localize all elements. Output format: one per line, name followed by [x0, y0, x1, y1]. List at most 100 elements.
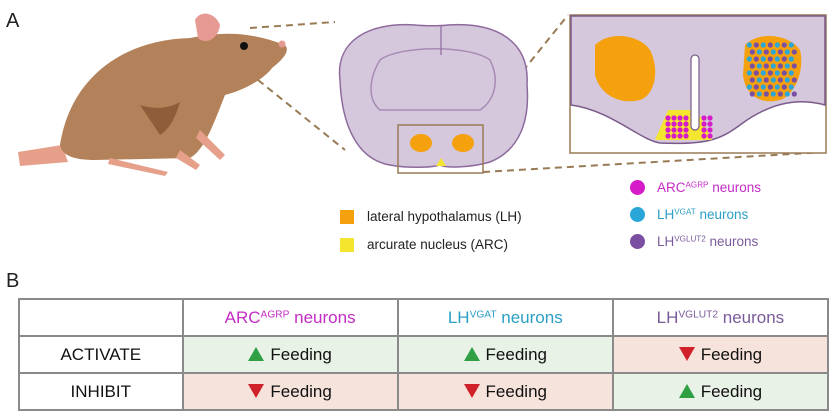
row-label-inhibit: INHIBIT	[18, 372, 184, 411]
panel-a-label: A	[6, 10, 20, 32]
arc-agrp-neuron	[677, 127, 683, 133]
arc-agrp-neuron	[701, 121, 707, 127]
lh-vgat-neuron	[788, 56, 794, 62]
lh-region-right	[452, 134, 474, 152]
lh-vglut2-neuron	[777, 91, 783, 97]
mouse-front-foot	[176, 150, 200, 170]
arc-agrp-neuron	[677, 115, 683, 121]
lh-vgat-neuron	[770, 91, 776, 97]
arrow-up-icon	[248, 346, 265, 361]
lh-vglut2-neuron	[781, 42, 787, 48]
legend-lh-vglut2: LHVGLUT2 neurons	[630, 234, 758, 249]
illustration	[18, 13, 827, 176]
lh-vglut2-neuron	[763, 77, 769, 83]
legend-lh-label: lateral hypothalamus (LH)	[367, 209, 522, 224]
lh-vgat-neuron	[756, 77, 762, 83]
mouse-nose	[278, 40, 286, 48]
arc-agrp-neuron	[677, 121, 683, 127]
arc-region	[436, 158, 446, 166]
arc-agrp-neuron	[707, 127, 713, 133]
row-label-activate: ACTIVATE	[18, 335, 184, 374]
arc-agrp-neuron	[665, 127, 671, 133]
col-header-lh-vgat: LHVGAT neurons	[396, 298, 614, 337]
legend-lh: lateral hypothalamus (LH)	[340, 209, 522, 224]
lh-vglut2-neuron	[763, 63, 769, 69]
lh-vgat-neuron	[746, 70, 752, 76]
cell-activate-lh-vgat: Feeding	[396, 335, 614, 374]
mouse-illustration	[18, 13, 287, 176]
lh-vgat-neuron	[784, 63, 790, 69]
legend-arc-label: arcurate nucleus (ARC)	[367, 237, 509, 252]
lh-vglut2-dot-icon	[630, 234, 645, 249]
lh-vglut2-neuron	[777, 49, 783, 55]
lh-vgat-neuron	[774, 84, 780, 90]
lh-vglut2-neuron	[753, 42, 759, 48]
lh-vgat-neuron	[770, 77, 776, 83]
lh-vgat-neuron	[774, 56, 780, 62]
zoom-box	[397, 124, 484, 174]
col-header-lh-vglut2: LHVGLUT2 neurons	[611, 298, 829, 337]
arc-agrp-neuron	[701, 127, 707, 133]
lh-vglut2-neuron	[781, 84, 787, 90]
lh-vglut2-neuron	[791, 91, 797, 97]
mouse-eye	[240, 42, 248, 50]
lh-vgat-neuron	[760, 42, 766, 48]
arc-agrp-neuron	[665, 115, 671, 121]
lh-vglut2-neuron	[791, 63, 797, 69]
table-header-row: ARCAGRP neurons LHVGAT neurons LHVGLUT2 …	[18, 298, 829, 337]
inset-lh-left	[595, 35, 656, 102]
brain-section	[338, 23, 529, 174]
panel-b-label: B	[6, 270, 20, 292]
legend-lh-vglut2-label: LHVGLUT2 neurons	[657, 234, 759, 249]
lh-vglut2-neuron	[777, 63, 783, 69]
lh-vglut2-neuron	[753, 56, 759, 62]
lh-vgat-neuron	[784, 49, 790, 55]
cell-inhibit-lh-vglut2: Feeding	[611, 372, 829, 411]
lh-vglut2-neuron	[767, 70, 773, 76]
lh-vglut2-neuron	[791, 77, 797, 83]
arc-agrp-neuron	[683, 133, 689, 139]
mouse-ear	[195, 13, 220, 42]
lh-vgat-neuron	[756, 49, 762, 55]
lh-vgat-neuron	[770, 63, 776, 69]
arc-swatch-icon	[340, 237, 354, 252]
zoomed-inset	[569, 14, 827, 154]
lh-vgat-neuron	[756, 63, 762, 69]
lh-vglut2-neuron	[749, 91, 755, 97]
lh-vgat-neuron	[770, 49, 776, 55]
legend-arc-agrp: ARCAGRP neurons	[630, 180, 761, 195]
arc-agrp-neuron	[665, 121, 671, 127]
arc-agrp-neuron	[671, 133, 677, 139]
lh-vglut2-neuron	[763, 49, 769, 55]
mouse-front-foot-2	[196, 130, 225, 160]
arrow-down-icon	[463, 383, 480, 398]
lh-swatch-icon	[340, 209, 354, 224]
lh-vgat-neuron	[756, 91, 762, 97]
arc-agrp-neuron	[671, 121, 677, 127]
lh-vglut2-neuron	[749, 49, 755, 55]
lh-vgat-neuron	[746, 84, 752, 90]
lh-vglut2-neuron	[791, 49, 797, 55]
arc-agrp-neuron	[701, 115, 707, 121]
arc-agrp-dot-icon	[630, 180, 645, 195]
lh-vglut2-neuron	[767, 84, 773, 90]
effects-table: ARCAGRP neurons LHVGAT neurons LHVGLUT2 …	[18, 298, 829, 411]
cell-inhibit-lh-vgat: Feeding	[396, 372, 614, 411]
arc-agrp-neuron	[683, 127, 689, 133]
mouse-shadow	[140, 102, 180, 135]
table-row-inhibit: INHIBIT Feeding Feeding Feeding	[18, 372, 829, 411]
lh-vgat-neuron	[760, 84, 766, 90]
lh-vgat-neuron	[774, 42, 780, 48]
lh-region-left	[410, 134, 432, 152]
arc-agrp-neuron	[707, 115, 713, 121]
legend-lh-vgat-label: LHVGAT neurons	[657, 207, 749, 222]
cell-activate-arc-agrp: Feeding	[181, 335, 399, 374]
lh-vgat-neuron	[784, 77, 790, 83]
lh-vgat-neuron	[774, 70, 780, 76]
lh-vglut2-neuron	[781, 56, 787, 62]
lh-vgat-dot-icon	[630, 207, 645, 222]
legend-arc-agrp-label: ARCAGRP neurons	[657, 180, 762, 195]
lh-vglut2-neuron	[777, 77, 783, 83]
arc-agrp-neuron	[671, 127, 677, 133]
arc-agrp-neuron	[677, 133, 683, 139]
